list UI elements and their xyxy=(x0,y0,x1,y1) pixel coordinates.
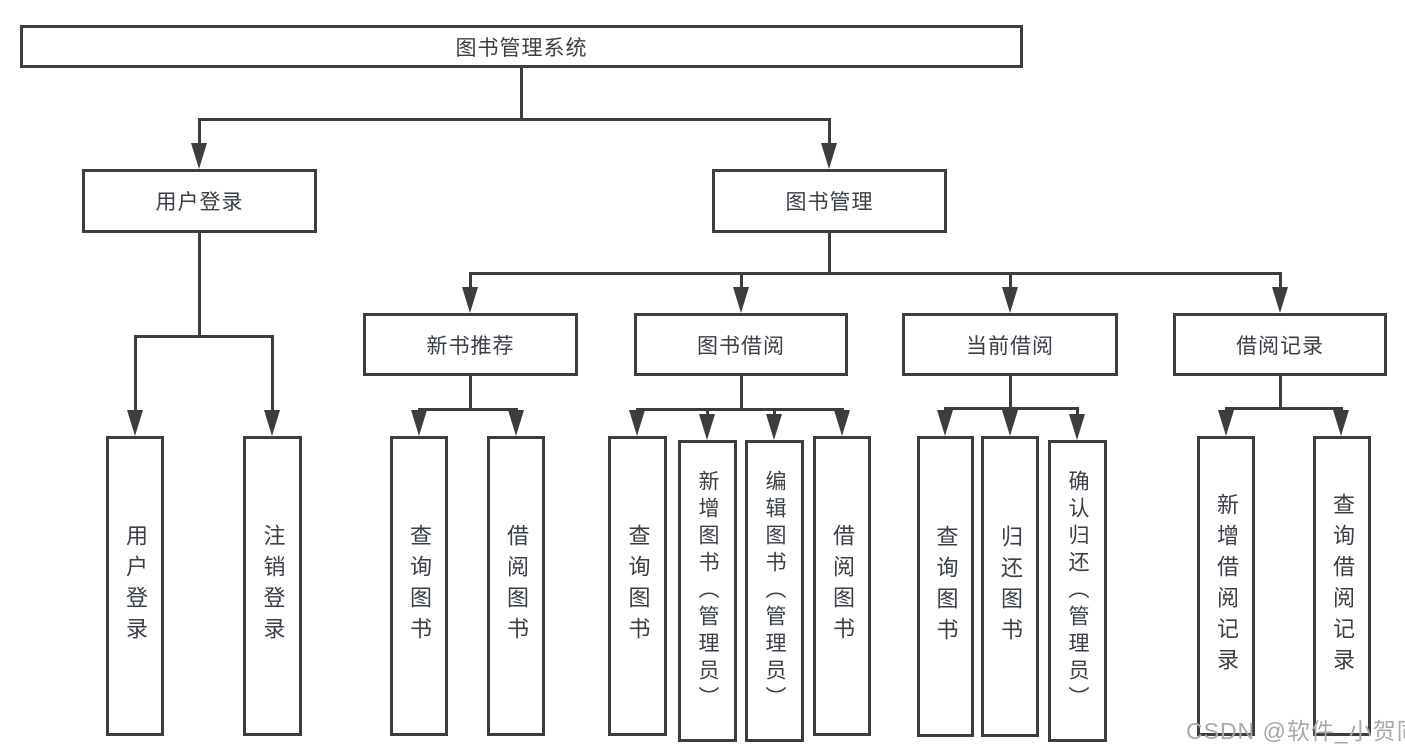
connector-segment xyxy=(739,375,743,411)
leaf-borrow-book-under-borrow: 借阅图书 xyxy=(813,436,871,736)
connector-segment xyxy=(468,272,472,289)
node-new-book-recommend: 新书推荐 xyxy=(363,313,578,376)
leaf-confirm-return-admin-label: 确认归还（管理员） xyxy=(1066,469,1089,713)
connector-segment xyxy=(133,335,137,412)
connector-segment xyxy=(943,407,947,412)
node-book-management: 图书管理 xyxy=(712,169,947,233)
arrowhead-down-icon xyxy=(264,410,280,436)
connector-segment xyxy=(1008,272,1012,289)
leaf-confirm-return-admin: 确认归还（管理员） xyxy=(1048,440,1107,742)
leaf-query-book-under-borrow: 查询图书 xyxy=(608,436,667,736)
connector-segment xyxy=(635,408,844,411)
arrowhead-down-icon xyxy=(462,287,478,313)
connector-segment xyxy=(197,118,201,145)
connector-segment xyxy=(1224,407,1343,410)
arrowhead-down-icon xyxy=(1002,287,1018,313)
leaf-borrow-book-under-recommend: 借阅图书 xyxy=(487,436,545,736)
arrowhead-down-icon xyxy=(508,410,524,436)
arrowhead-down-icon xyxy=(1069,414,1085,440)
connector-segment xyxy=(705,408,709,416)
arrowhead-down-icon xyxy=(1218,410,1234,436)
connector-segment xyxy=(827,118,831,145)
leaf-borrow-book-label: 借阅图书 xyxy=(830,524,855,648)
connector-segment xyxy=(1278,375,1282,410)
arrowhead-down-icon xyxy=(1272,287,1288,313)
leaf-query-book-under-current: 查询图书 xyxy=(917,436,974,737)
arrowhead-down-icon xyxy=(191,143,207,169)
connector-segment xyxy=(197,233,201,338)
arrowhead-down-icon xyxy=(1333,410,1349,436)
connector-segment xyxy=(270,335,274,412)
arrowhead-down-icon xyxy=(766,414,782,440)
arrowhead-down-icon xyxy=(834,410,850,436)
leaf-query-book-under-recommend: 查询图书 xyxy=(390,436,448,736)
arrowhead-down-icon xyxy=(411,410,427,436)
arrowhead-down-icon xyxy=(937,410,953,436)
leaf-query-borrow-record-label: 查询借阅记录 xyxy=(1330,493,1355,679)
connector-segment xyxy=(519,67,523,121)
connector-segment xyxy=(772,408,776,416)
connector-segment xyxy=(468,375,472,411)
arrowhead-down-icon xyxy=(1002,410,1018,436)
arrowhead-down-icon xyxy=(733,287,749,313)
leaf-query-book-label: 查询图书 xyxy=(407,524,432,648)
arrowhead-down-icon xyxy=(127,410,143,436)
connector-segment xyxy=(1339,407,1343,412)
leaf-edit-book-admin: 编辑图书（管理员） xyxy=(745,440,804,742)
leaf-query-borrow-record: 查询借阅记录 xyxy=(1313,436,1371,736)
arrowhead-down-icon xyxy=(821,143,837,169)
node-root: 图书管理系统 xyxy=(20,25,1023,68)
leaf-edit-book-admin-label: 编辑图书（管理员） xyxy=(763,469,786,713)
connector-segment xyxy=(1278,272,1282,289)
connector-segment xyxy=(1075,407,1079,416)
connector-segment xyxy=(739,272,743,289)
connector-segment xyxy=(1008,407,1012,412)
leaf-add-borrow-record: 新增借阅记录 xyxy=(1197,436,1255,736)
connector-segment xyxy=(417,408,518,411)
node-book-borrow: 图书借阅 xyxy=(634,313,848,376)
leaf-add-book-admin-label: 新增图书（管理员） xyxy=(696,469,719,713)
leaf-logout: 注销登录 xyxy=(243,436,302,736)
node-user-login: 用户登录 xyxy=(82,169,317,233)
leaf-return-book: 归还图书 xyxy=(981,436,1039,737)
connector-segment xyxy=(827,233,831,275)
connector-segment xyxy=(197,118,831,121)
connector-segment xyxy=(133,335,274,338)
leaf-add-book-admin: 新增图书（管理员） xyxy=(678,440,737,742)
node-current-borrow: 当前借阅 xyxy=(902,313,1118,376)
leaf-user-login: 用户登录 xyxy=(106,436,164,736)
arrowhead-down-icon xyxy=(699,414,715,440)
leaf-return-book-label: 归还图书 xyxy=(998,524,1023,649)
connector-segment xyxy=(468,272,1282,275)
connector-segment xyxy=(1224,407,1228,412)
leaf-add-borrow-record-label: 新增借阅记录 xyxy=(1214,493,1239,679)
arrowhead-down-icon xyxy=(629,410,645,436)
watermark: CSDN @软件_小贺同学 xyxy=(1186,718,1405,744)
leaf-user-login-label: 用户登录 xyxy=(123,524,148,648)
leaf-query-book-label: 查询图书 xyxy=(625,524,651,648)
leaf-borrow-book-label: 借阅图书 xyxy=(504,524,529,648)
leaf-logout-label: 注销登录 xyxy=(260,524,286,648)
leaf-query-book-label: 查询图书 xyxy=(933,524,959,649)
connector-segment xyxy=(1008,375,1012,410)
node-borrow-records: 借阅记录 xyxy=(1173,313,1387,376)
